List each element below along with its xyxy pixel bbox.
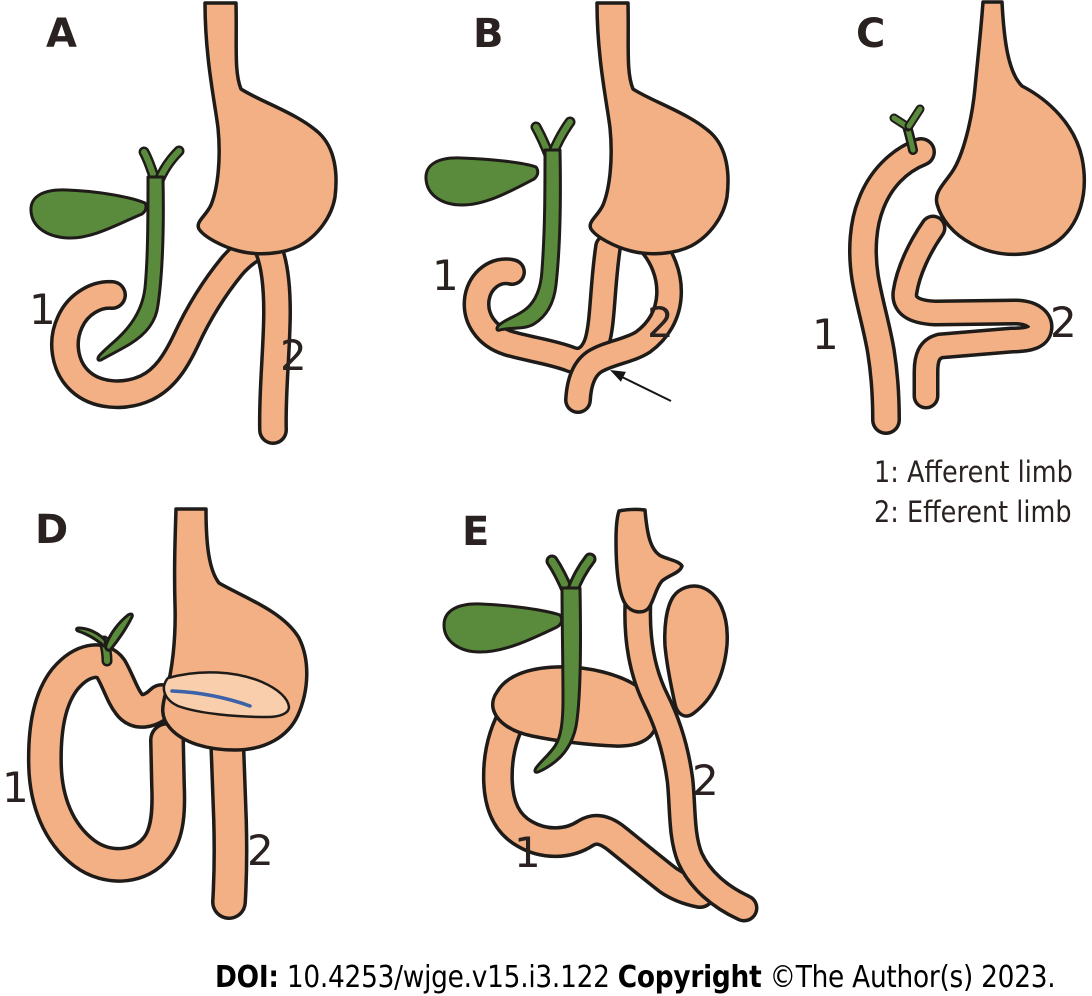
bile-duct-sprout — [75, 612, 134, 667]
panel-a-marker-2: 2 — [280, 331, 307, 380]
gallbladder-shape — [424, 156, 540, 207]
doi-value: 10.4253/wjge.v15.i3.122 — [286, 960, 610, 995]
efferent-limb-tube — [227, 738, 230, 902]
pancreas-shape — [162, 671, 291, 719]
panel-a-drawing — [29, 1, 338, 430]
panel-b-label: B — [473, 11, 504, 57]
duodenal-loop-tube — [45, 661, 168, 865]
panel-d-marker-2: 2 — [247, 826, 274, 875]
limb-legend: 1: Afferent limb 2: Efferent limb — [874, 452, 1073, 532]
panel-b-marker-1: 1 — [432, 251, 459, 300]
gallbladder-shape — [442, 602, 564, 654]
twist-arrow — [610, 370, 672, 402]
stomach-shape — [588, 1, 730, 256]
gallbladder-shape — [29, 188, 148, 240]
panel-e-marker-1: 1 — [514, 828, 541, 877]
bile-duct-shape — [533, 586, 583, 774]
panel-d-label: D — [35, 507, 69, 553]
stomach-shape — [934, 0, 1086, 257]
stomach-shape — [196, 1, 338, 256]
legend-afferent-line: 1: Afferent limb — [874, 455, 1073, 489]
pancreatic-duct-line — [170, 689, 252, 708]
legend-efferent-line: 2: Efferent limb — [874, 495, 1072, 529]
panel-d-drawing — [45, 507, 309, 902]
panel-c-marker-2: 2 — [1050, 298, 1077, 347]
panel-c-marker-1: 1 — [812, 310, 839, 359]
efferent-limb-tube — [268, 248, 277, 430]
panel-a-label: A — [46, 11, 77, 57]
panel-d-marker-1: 1 — [2, 763, 29, 812]
bile-duct-stub — [889, 104, 925, 155]
panel-a-marker-1: 1 — [29, 285, 56, 334]
panel-b-drawing — [424, 1, 730, 402]
doi-label: DOI: — [215, 960, 279, 995]
panel-c-label: C — [856, 11, 886, 57]
panel-e-label: E — [462, 509, 490, 555]
panel-e-drawing — [442, 507, 744, 908]
panel-c-drawing — [863, 0, 1086, 420]
citation-line: DOI: 10.4253/wjge.v15.i3.122 Copyright ©… — [215, 960, 1056, 995]
gastric-pouch-shape — [614, 507, 684, 614]
bile-duct-shape — [96, 175, 165, 362]
remnant-stomach-shape — [663, 584, 729, 718]
panel-e-marker-2: 2 — [692, 756, 719, 805]
bile-duct-shape — [495, 148, 562, 332]
copyright-label: Copyright — [617, 960, 762, 995]
copyright-value: ©The Author(s) 2023. — [769, 960, 1056, 995]
panel-b-marker-2: 2 — [647, 298, 674, 347]
